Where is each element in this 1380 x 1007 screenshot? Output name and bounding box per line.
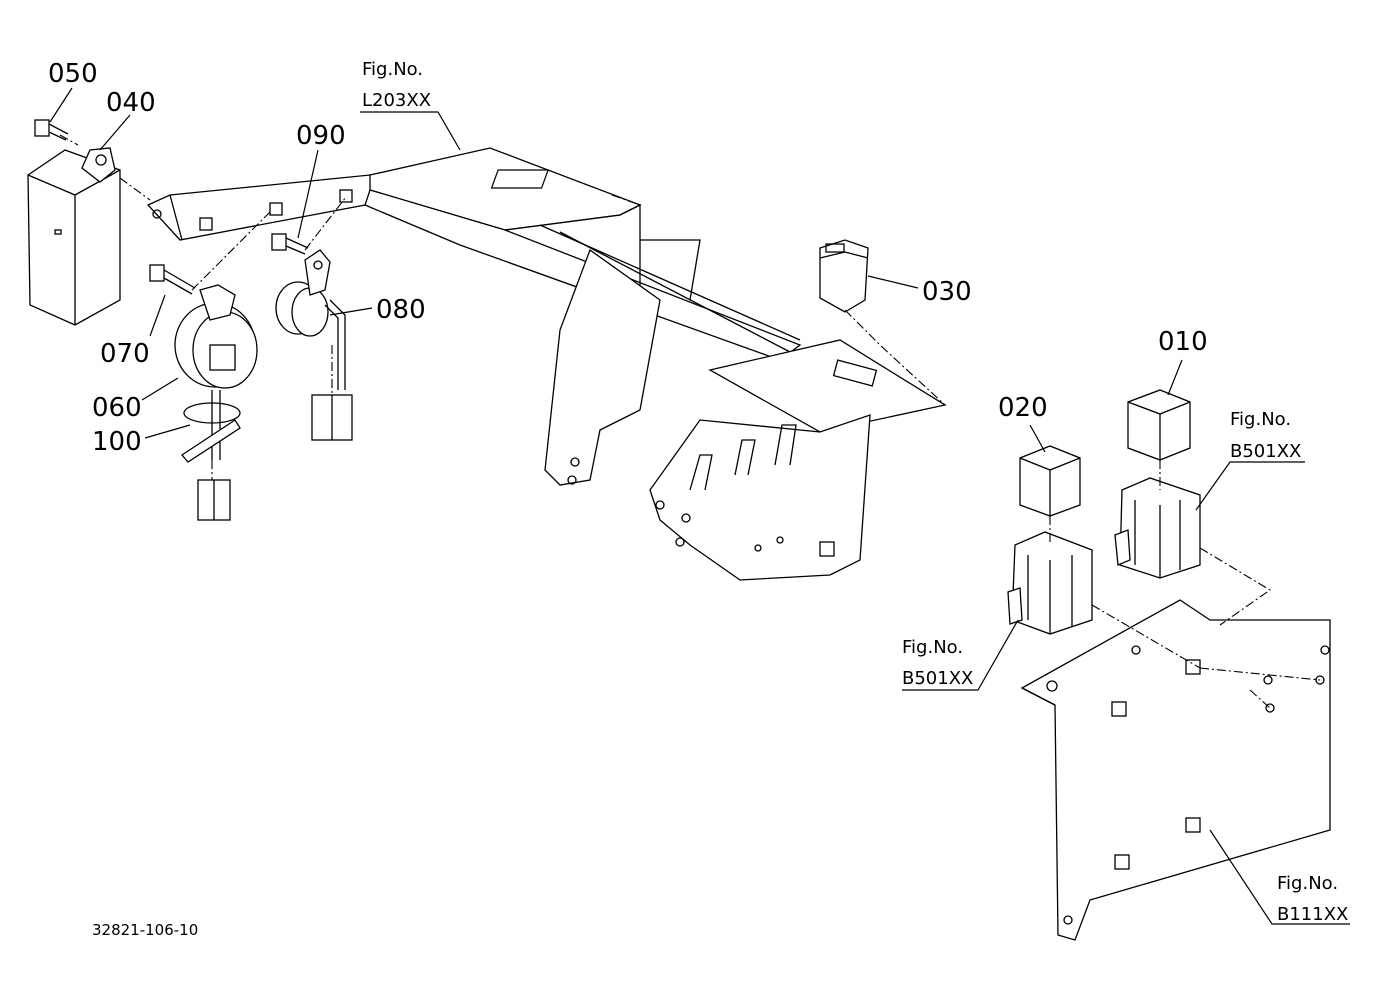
- label-010: 010: [1158, 327, 1208, 357]
- label-060: 060: [92, 393, 142, 423]
- bolt-050: [34, 119, 69, 141]
- component-080-horn: [275, 249, 353, 441]
- assembly-lines: [59, 134, 1321, 709]
- bolt-090: [271, 233, 309, 255]
- fig-ref-code-b111: B111XX: [1277, 904, 1348, 925]
- cable-tie-100: [181, 402, 241, 463]
- fig-ref-prefix-b111: Fig.No.: [1277, 873, 1338, 894]
- label-090: 090: [296, 121, 346, 151]
- drawing-number: 32821-106-10: [92, 921, 198, 939]
- fig-ref-prefix-l203: Fig.No.: [362, 59, 423, 80]
- component-030-connector: [819, 239, 869, 313]
- fig-ref-prefix-b501-left: Fig.No.: [902, 637, 963, 658]
- label-020: 020: [998, 393, 1048, 423]
- component-060-buzzer: [174, 284, 258, 521]
- label-100: 100: [92, 427, 142, 457]
- leader-lines: [49, 87, 1350, 925]
- label-070: 070: [100, 339, 150, 369]
- fig-ref-code-b501-left: B501XX: [902, 668, 973, 689]
- main-frame-bracket: [146, 147, 947, 581]
- relay-mount-plate: [1020, 599, 1331, 941]
- relay-020: [1007, 445, 1093, 635]
- bolt-070: [149, 264, 196, 295]
- relay-010: [1114, 389, 1201, 579]
- label-030: 030: [922, 277, 972, 307]
- label-080: 080: [376, 295, 426, 325]
- fig-ref-code-b501-right: B501XX: [1230, 441, 1301, 462]
- label-050: 050: [48, 59, 98, 89]
- fig-ref-prefix-b501-right: Fig.No.: [1230, 409, 1291, 430]
- label-040: 040: [106, 88, 156, 118]
- fig-ref-code-l203: L203XX: [362, 90, 431, 111]
- component-040-cover: [27, 147, 121, 326]
